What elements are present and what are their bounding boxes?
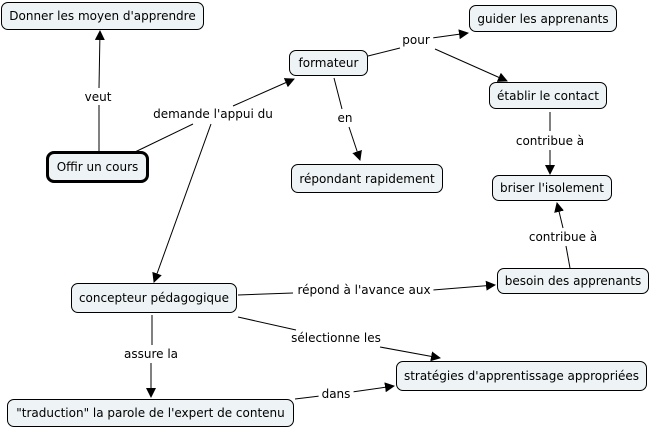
edge-formateur-pour bbox=[367, 47, 401, 57]
concept-strategies-apprentissage[interactable]: stratégies d'apprentissage appropriées bbox=[396, 361, 647, 391]
edge-selectionne-strategies bbox=[379, 346, 441, 362]
link-label-repond: répond à l'avance aux bbox=[294, 283, 434, 297]
concept-concepteur-pedagogique[interactable]: concepteur pédagogique bbox=[71, 283, 237, 313]
concept-label: stratégies d'apprentissage appropriées bbox=[403, 369, 640, 383]
concept-label: guider les apprenants bbox=[477, 11, 609, 26]
concept-label: concepteur pédagogique bbox=[78, 291, 230, 305]
link-label-pour: pour bbox=[399, 33, 433, 47]
concept-offrir-un-cours[interactable]: Offir un cours bbox=[46, 151, 149, 183]
concept-label: Offir un cours bbox=[56, 160, 139, 174]
concept-label: "traduction" la parole de l'expert de co… bbox=[16, 406, 285, 420]
concept-label: briser l'isolement bbox=[500, 181, 604, 195]
concept-traduction-parole-expert[interactable]: "traduction" la parole de l'expert de co… bbox=[7, 399, 294, 427]
link-label-selectionne: sélectionne les bbox=[288, 331, 384, 345]
edge-offrir-demande bbox=[134, 123, 194, 153]
concept-donner-les-moyens[interactable]: Donner les moyen d'apprendre bbox=[1, 2, 204, 30]
concept-guider-les-apprenants[interactable]: guider les apprenants bbox=[469, 5, 617, 32]
link-label-assure: assure la bbox=[120, 347, 182, 361]
edge-formateur-en bbox=[333, 77, 343, 110]
edge-repond-besoin bbox=[432, 280, 496, 291]
link-label-contribue-2: contribue à bbox=[525, 230, 601, 244]
link-label-demande: demande l'appui du bbox=[150, 107, 276, 121]
concept-briser-isolement[interactable]: briser l'isolement bbox=[492, 175, 612, 201]
edge-dans-strategies bbox=[351, 382, 395, 393]
edge-pour-guider bbox=[431, 29, 469, 40]
concept-formateur[interactable]: formateur bbox=[289, 50, 368, 76]
edge-traduction-dans bbox=[294, 395, 321, 400]
edge-demande-formateur bbox=[232, 78, 295, 107]
edge-pour-etablir bbox=[434, 48, 508, 82]
concept-label: besoin des apprenants bbox=[504, 274, 642, 288]
link-label-en: en bbox=[334, 111, 356, 125]
concept-label: formateur bbox=[298, 56, 359, 70]
concept-label: établir le contact bbox=[497, 88, 599, 103]
link-label-veut: veut bbox=[81, 90, 115, 104]
concept-etablir-le-contact[interactable]: établir le contact bbox=[489, 82, 607, 109]
edge-veut-donner bbox=[94, 30, 105, 89]
edge-contribue-briser-2 bbox=[554, 202, 564, 229]
edge-concepteur-selectionne bbox=[237, 316, 297, 331]
edge-concepteur-repond bbox=[237, 292, 294, 296]
concept-besoin-des-apprenants[interactable]: besoin des apprenants bbox=[497, 268, 649, 294]
concept-label: répondant rapidement bbox=[299, 171, 435, 186]
concept-repondant-rapidement[interactable]: répondant rapidement bbox=[291, 164, 443, 193]
link-label-dans: dans bbox=[318, 387, 354, 401]
edge-en-repondant bbox=[348, 126, 362, 161]
edge-besoin-contribue bbox=[565, 245, 571, 269]
concept-label: Donner les moyen d'apprendre bbox=[9, 9, 196, 23]
link-label-contribue-1: contribue à bbox=[512, 134, 588, 148]
edge-demande-concepteur bbox=[152, 123, 212, 283]
